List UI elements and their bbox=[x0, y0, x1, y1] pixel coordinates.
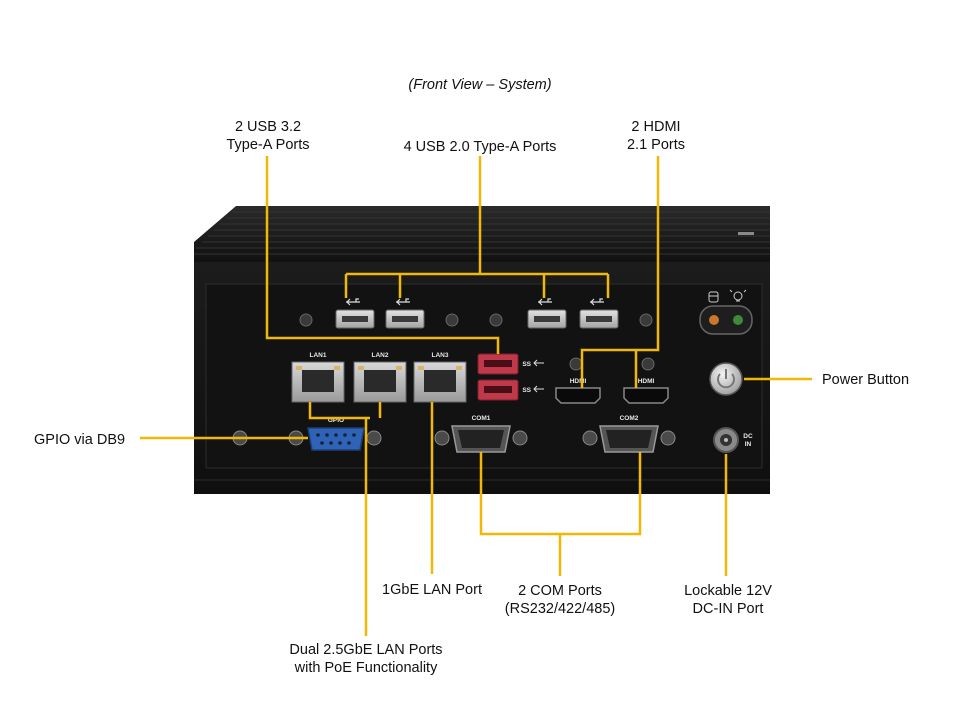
hdmi-ports bbox=[555, 357, 669, 404]
callout-dcin-line2: DC-IN Port bbox=[692, 601, 764, 617]
silk-ss-2: SS bbox=[522, 387, 531, 394]
usb32-ports bbox=[477, 353, 519, 401]
lan-ports bbox=[291, 361, 467, 403]
leader-hdmi bbox=[580, 156, 660, 388]
callout-lan25: Dual 2.5GbE LAN Ports with PoE Functiona… bbox=[270, 641, 462, 677]
led-bezel bbox=[699, 305, 753, 335]
leader-lan25 bbox=[308, 402, 382, 636]
callout-usb32-line1: 2 USB 3.2 bbox=[234, 119, 302, 135]
leader-lines bbox=[140, 156, 812, 636]
silk-dc: DC bbox=[743, 433, 753, 440]
hdd-led bbox=[709, 315, 719, 325]
silk-lan1: LAN1 bbox=[310, 352, 327, 359]
silk-lan3: LAN3 bbox=[432, 352, 449, 359]
silk-lan2: LAN2 bbox=[372, 352, 389, 359]
hdmi-port-1 bbox=[555, 387, 601, 404]
leader-usb20 bbox=[344, 156, 610, 298]
callout-usb20: 4 USB 2.0 Type-A Ports bbox=[403, 139, 557, 155]
usb20-ports bbox=[335, 309, 619, 329]
silk-ss-1: SS bbox=[522, 361, 531, 368]
callout-com: 2 COM Ports (RS232/422/485) bbox=[480, 582, 640, 618]
view-title: (Front View – System) bbox=[408, 77, 552, 93]
hdmi-port-2 bbox=[623, 387, 669, 404]
heatsink-fins bbox=[194, 211, 770, 255]
callout-lan25-line1: Dual 2.5GbE LAN Ports bbox=[289, 642, 443, 658]
lightbulb-icon bbox=[729, 289, 747, 302]
hdd-icon bbox=[708, 291, 719, 303]
callout-hdmi-line2: 2.1 Ports bbox=[626, 137, 686, 153]
callout-power: Power Button bbox=[822, 372, 910, 388]
callout-gpio: GPIO via DB9 bbox=[34, 432, 126, 448]
usb-icon bbox=[346, 298, 604, 306]
callout-lan25-line2: with PoE Functionality bbox=[294, 660, 438, 676]
callout-lan1g: 1GbE LAN Port bbox=[382, 582, 482, 598]
gpio-pins bbox=[316, 433, 356, 445]
silk-com2: COM2 bbox=[620, 415, 639, 422]
callout-dcin-line1: Lockable 12V bbox=[684, 583, 772, 599]
callout-usb32: 2 USB 3.2 Type-A Ports bbox=[200, 118, 336, 154]
leader-com bbox=[479, 452, 642, 576]
callout-dcin: Lockable 12V DC-IN Port bbox=[660, 582, 796, 618]
silk-in: IN bbox=[745, 441, 752, 448]
callout-com-line1: 2 COM Ports bbox=[518, 583, 602, 599]
top-badge bbox=[738, 232, 754, 235]
callout-com-line2: (RS232/422/485) bbox=[504, 601, 616, 617]
silk-hdmi-1: HDMI bbox=[570, 378, 587, 385]
callout-hdmi: 2 HDMI 2.1 Ports bbox=[606, 118, 706, 154]
callout-hdmi-line1: 2 HDMI bbox=[631, 119, 681, 135]
screw-icons bbox=[299, 313, 653, 327]
silk-gpio: GPIO bbox=[328, 417, 344, 424]
gpio-db9-port bbox=[307, 427, 365, 451]
power-led bbox=[733, 315, 743, 325]
usb-ss-icon bbox=[533, 359, 544, 393]
callout-usb32-line2: Type-A Ports bbox=[226, 137, 310, 153]
leader-usb32 bbox=[265, 156, 500, 354]
silk-com1: COM1 bbox=[472, 415, 491, 422]
silk-hdmi-2: HDMI bbox=[638, 378, 655, 385]
power-icon bbox=[717, 369, 735, 389]
